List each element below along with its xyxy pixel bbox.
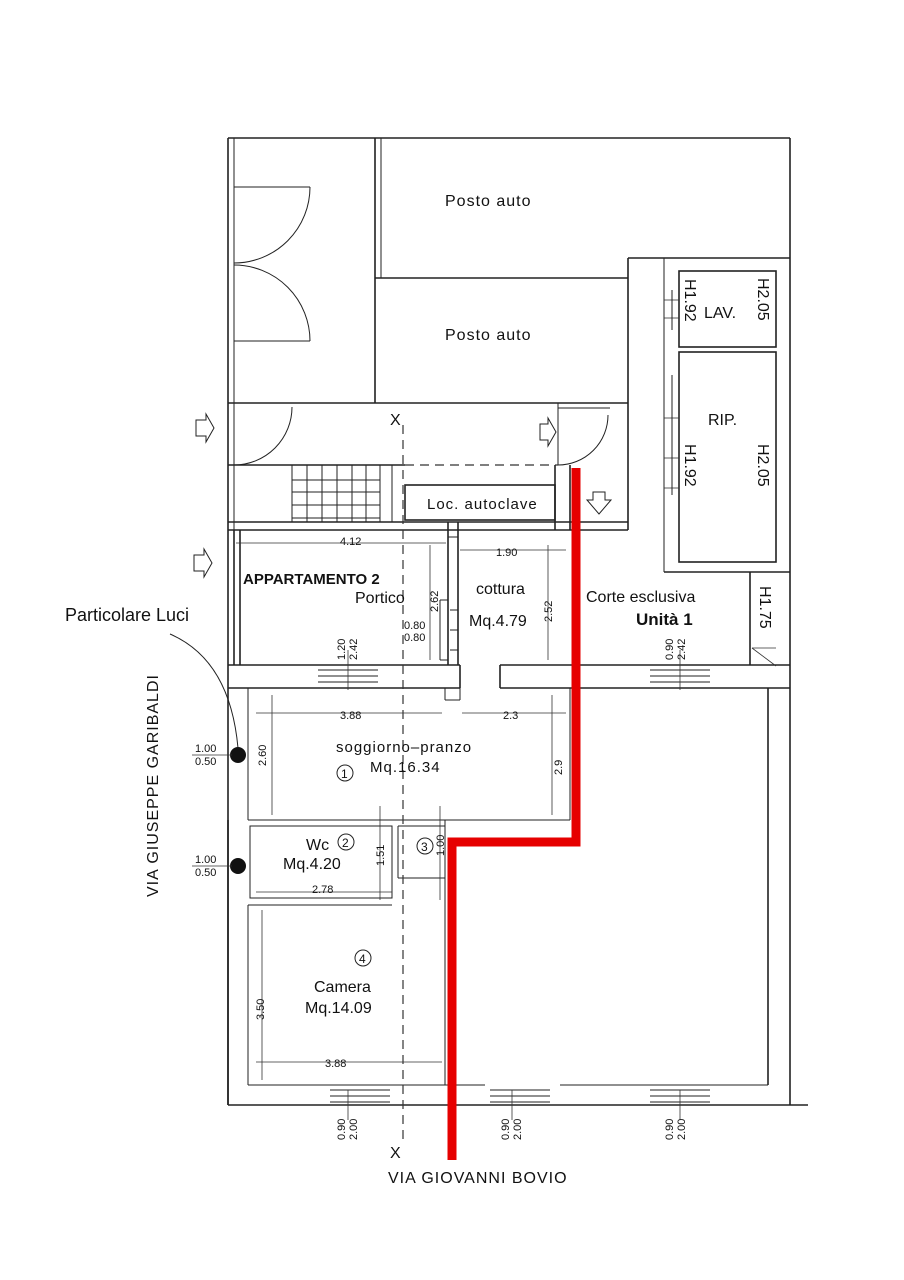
street-label-bovio: VIA GIOVANNI BOVIO: [388, 1170, 568, 1187]
dim-b090a: 0.90: [336, 1119, 348, 1140]
dim-050b: 0.50: [195, 867, 216, 879]
apartment-walls: [228, 572, 790, 1085]
soggiorno-area: Mq.16.34: [370, 759, 441, 776]
lav-label: LAV.: [704, 305, 736, 322]
particolare-luci-label: Particolare Luci: [65, 605, 189, 625]
svg-text:2: 2: [342, 836, 349, 850]
dim-b200c: 2.00: [676, 1119, 688, 1140]
height-175: H1.75: [756, 586, 773, 629]
dim-b090b: 0.90: [500, 1119, 512, 1140]
dim-120: 1.20: [336, 639, 348, 660]
light-fixture-2: [230, 858, 246, 874]
dim-080b: 0.80: [404, 632, 425, 644]
room-number-4: 4: [354, 949, 372, 967]
autoclave-room: [228, 464, 628, 531]
light-fixture-1: [230, 747, 246, 763]
section-mark-bottom: X: [390, 1145, 401, 1162]
dim-190: 1.90: [496, 547, 517, 559]
dim-252: 2.52: [543, 601, 555, 622]
svg-text:1: 1: [341, 767, 348, 781]
dim-050a: 0.50: [195, 756, 216, 768]
dim-100b: 1.00: [195, 854, 216, 866]
lav-height-1: H1.92: [681, 279, 698, 322]
dim-b200a: 2.00: [348, 1119, 360, 1140]
svg-text:3: 3: [421, 840, 428, 854]
entry-arrows: [193, 412, 613, 579]
section-mark-top: X: [390, 412, 401, 429]
room-number-2: 2: [337, 833, 355, 851]
soggiorno-label: soggiorno–pranzo: [336, 739, 472, 756]
dim-100a: 1.00: [195, 743, 216, 755]
dim-242b: 2.42: [676, 639, 688, 660]
dim-262: 2.62: [429, 591, 441, 612]
particolare-leader: [169, 633, 239, 749]
dim-151: 1.51: [375, 845, 387, 866]
portico-cottura: [233, 521, 459, 665]
wc-label: Wc: [306, 837, 329, 854]
unita-label: Unità 1: [636, 610, 693, 629]
dimension-lines: [192, 542, 681, 1120]
svg-text:4: 4: [359, 952, 366, 966]
street-label-garibaldi: VIA GIUSEPPE GARIBALDI: [145, 674, 162, 897]
parking-area: [228, 138, 790, 573]
wc-area: Mq.4.20: [283, 856, 341, 873]
corte-label: Corte esclusiva: [586, 589, 695, 606]
apartment-title: APPARTAMENTO 2: [243, 571, 380, 588]
stairs: [228, 464, 405, 522]
dim-090a: 0.90: [664, 639, 676, 660]
property-boundary-line: [447, 468, 581, 1160]
dim-350: 3.50: [255, 999, 267, 1020]
cottura-area: Mq.4.79: [469, 613, 527, 630]
parking-label-1: Posto auto: [445, 193, 532, 210]
dim-388a: 3.88: [340, 710, 361, 722]
dim-242a: 2.42: [348, 639, 360, 660]
camera-label: Camera: [314, 979, 371, 996]
parking-label-2: Posto auto: [445, 327, 532, 344]
wc-camera-walls: [227, 820, 768, 1105]
lav-height-2: H2.05: [754, 278, 771, 321]
autoclave-label: Loc. autoclave: [427, 496, 538, 513]
dim-080a: 0.80: [404, 620, 425, 632]
dim-b200b: 2.00: [512, 1119, 524, 1140]
cottura-label: cottura: [476, 581, 525, 598]
dim-23: 2.3: [503, 710, 518, 722]
rip-height-2: H2.05: [754, 444, 771, 487]
lav-rip-rooms: [664, 270, 777, 563]
rip-height-1: H1.92: [681, 444, 698, 487]
dim-b090c: 0.90: [664, 1119, 676, 1140]
dim-412: 4.12: [340, 536, 361, 548]
dim-388b: 3.88: [325, 1058, 346, 1070]
rip-label: RIP.: [708, 412, 737, 429]
dim-278: 2.78: [312, 884, 333, 896]
windows: [318, 669, 710, 1103]
dim-260: 2.60: [257, 745, 269, 766]
camera-area: Mq.14.09: [305, 1000, 372, 1017]
portico-label: Portico: [355, 590, 405, 607]
dim-100c: 1.00: [435, 835, 447, 856]
entry-doors: [233, 186, 610, 466]
room-number-1: 1: [336, 764, 354, 782]
dim-29: 2.9: [553, 760, 565, 775]
room-number-3: 3: [416, 837, 434, 855]
